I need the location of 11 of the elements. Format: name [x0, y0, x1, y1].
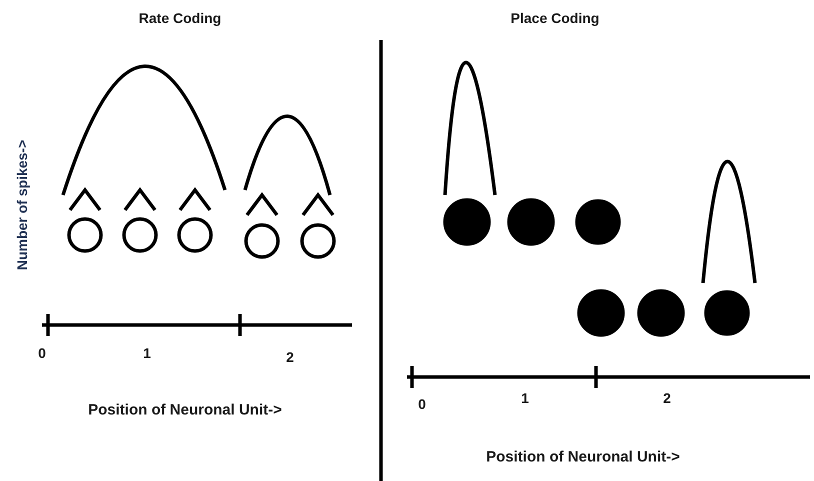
- axis-title: Number of spikes->: [14, 140, 30, 270]
- tick-label: 2: [663, 390, 671, 406]
- tick-label: 0: [418, 396, 426, 412]
- tick-label: 1: [521, 390, 529, 406]
- tick-label: 2: [286, 349, 294, 365]
- tick-label: 1: [143, 345, 151, 361]
- axis-title: Position of Neuronal Unit->: [88, 402, 282, 418]
- tick-label: 0: [38, 345, 46, 361]
- axis-title: Position of Neuronal Unit->: [486, 448, 680, 466]
- panel-title: Place Coding: [510, 10, 600, 26]
- panel-title: Rate Coding: [138, 10, 222, 26]
